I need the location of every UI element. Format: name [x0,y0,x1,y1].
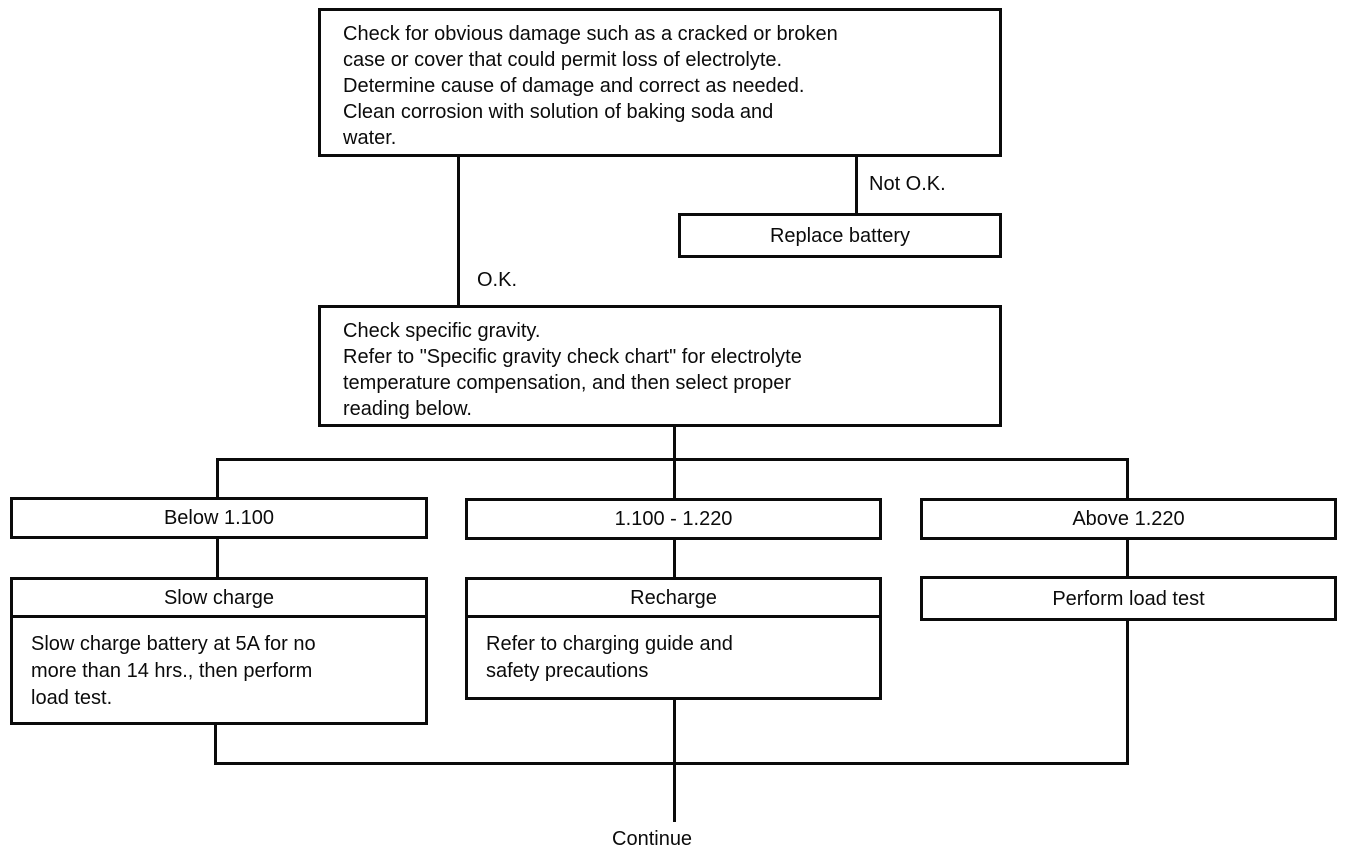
connector-slow-charge-to-collector [214,725,217,765]
node-check-damage: Check for obvious damage such as a crack… [318,8,1002,157]
connector-recharge-to-continue [673,700,676,822]
connector-drop-left [216,458,219,498]
connector-below-to-slow-charge [216,539,219,577]
connector-above-to-load-test [1126,540,1129,576]
branch-label-ok: O.K. [477,269,518,291]
connector-not-ok-vertical [855,157,858,214]
node-recharge: Recharge Refer to charging guide and saf… [465,577,882,700]
node-check-damage-text: Check for obvious damage such as a crack… [321,11,999,151]
connector-mid-to-recharge [673,540,676,577]
node-slow-charge-title: Slow charge [163,586,275,609]
connector-gravity-to-distributor [673,427,676,461]
node-range-above: Above 1.220 [920,498,1337,540]
text-line: Clean corrosion with solution of baking … [343,101,774,123]
text-line: load test. [31,687,113,709]
text-line: Check specific gravity. [343,320,541,342]
connector-drop-right [1126,458,1129,499]
node-recharge-text: Refer to charging guide and safety preca… [468,618,879,685]
node-replace-battery: Replace battery [678,213,1002,258]
node-load-test: Perform load test [920,576,1337,621]
node-range-mid: 1.100 - 1.220 [465,498,882,540]
node-load-test-label: Perform load test [1052,587,1205,610]
node-range-below: Below 1.100 [10,497,428,539]
node-slow-charge: Slow charge Slow charge battery at 5A fo… [10,577,428,725]
text-line: reading below. [343,398,472,420]
collector-rail [214,762,1129,765]
text-line: Check for obvious damage such as a crack… [343,23,838,45]
node-slow-charge-header: Slow charge [13,580,425,618]
continue-label: Continue [612,828,693,850]
connector-drop-middle [673,458,676,499]
distributor-rail [216,458,1129,461]
text-line: Determine cause of damage and correct as… [343,75,805,97]
node-replace-battery-label: Replace battery [769,224,911,247]
connector-load-test-to-collector [1126,621,1129,765]
text-line: water. [343,127,397,149]
branch-label-not-ok: Not O.K. [869,173,946,195]
text-line: case or cover that could permit loss of … [343,49,783,71]
node-range-mid-label: 1.100 - 1.220 [614,508,733,530]
node-range-below-label: Below 1.100 [163,507,275,529]
node-recharge-title: Recharge [630,586,717,609]
node-slow-charge-text: Slow charge battery at 5A for no more th… [13,618,425,712]
text-line: Refer to charging guide and [486,633,733,655]
connector-ok-vertical [457,157,460,305]
node-range-above-label: Above 1.220 [1072,508,1185,530]
text-line: safety precautions [486,660,649,682]
text-line: Refer to "Specific gravity check chart" … [343,346,802,368]
text-line: Slow charge battery at 5A for no [31,633,316,655]
text-line: more than 14 hrs., then perform [31,660,313,682]
text-line: temperature compensation, and then selec… [343,372,792,394]
node-check-gravity: Check specific gravity. Refer to "Specif… [318,305,1002,427]
node-recharge-header: Recharge [468,580,879,618]
node-check-gravity-text: Check specific gravity. Refer to "Specif… [321,308,999,422]
